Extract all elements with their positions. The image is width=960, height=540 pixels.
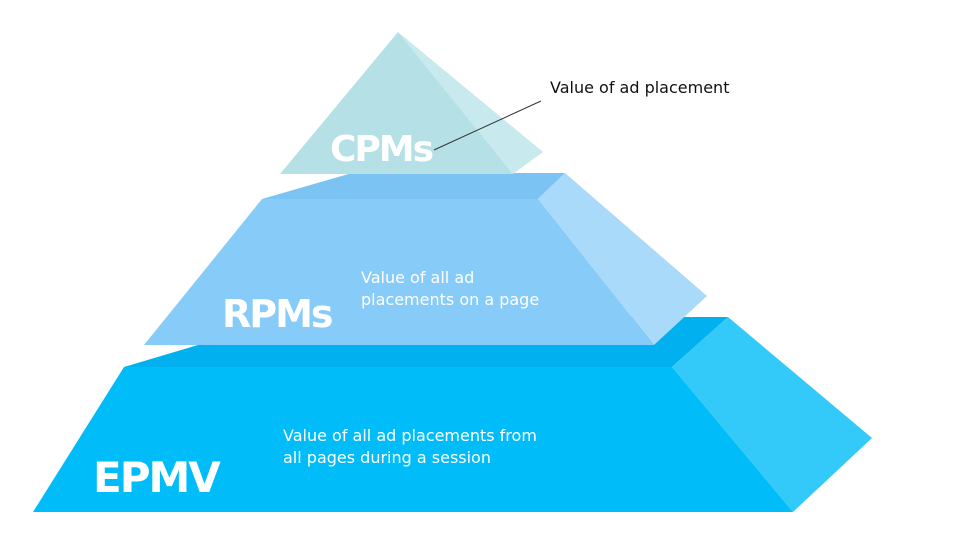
tier-rpms-side	[538, 173, 707, 345]
tier-epmv-label: EPMV	[93, 453, 221, 502]
tier-epmv-description-line-1: Value of all ad placements from	[283, 426, 537, 445]
tier-rpms-back	[262, 173, 565, 199]
tier-rpms: RPMs Value of all ad placements on a pag…	[144, 173, 707, 345]
tier-cpms-face	[280, 32, 513, 174]
cpms-annotation: Value of ad placement	[433, 78, 729, 151]
tier-cpms-side	[398, 32, 543, 174]
tier-epmv-description-line-2: all pages during a session	[283, 448, 491, 467]
tier-cpms-label: CPMs	[330, 129, 433, 170]
tier-cpms: CPMs	[280, 32, 543, 174]
annotation-leader-line	[433, 100, 542, 151]
tier-epmv: EPMV Value of all ad placements from all…	[33, 317, 872, 512]
tier-rpms-label: RPMs	[222, 292, 332, 336]
tier-epmv-face	[33, 367, 793, 512]
tier-epmv-side	[672, 317, 872, 512]
tier-rpms-face	[144, 199, 654, 345]
tier-rpms-description-line-2: placements on a page	[361, 290, 539, 309]
cpms-description: Value of ad placement	[550, 78, 729, 97]
tier-rpms-description-line-1: Value of all ad	[361, 268, 474, 287]
